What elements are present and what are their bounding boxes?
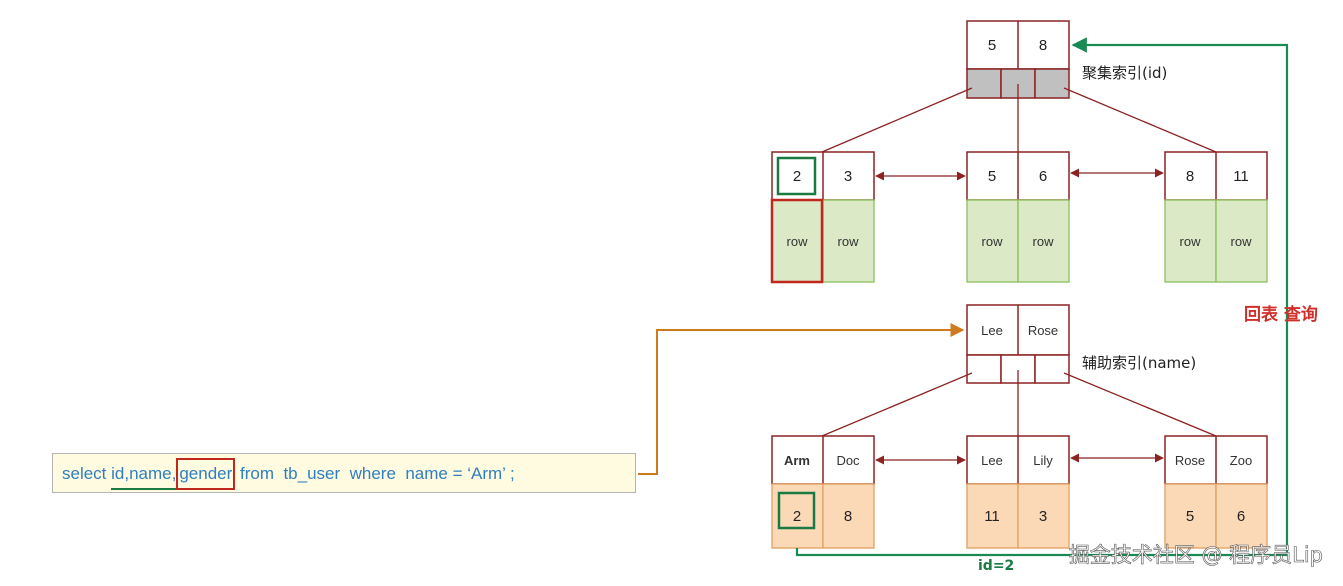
row-cell: row xyxy=(1231,234,1253,249)
id-cell: 11 xyxy=(984,508,1000,525)
row-cell: row xyxy=(1180,234,1202,249)
back-to-table-label: 回表 查询 xyxy=(1244,304,1318,325)
highlight-row-box xyxy=(770,198,824,284)
root-key: 8 xyxy=(1039,37,1047,54)
leaf-key: Lee xyxy=(981,453,1003,468)
sql-covered-columns: id,name, xyxy=(111,460,177,490)
secondary-index: Lee Rose 辅助索引(name) Arm Doc 2 8 Lee Lily xyxy=(771,304,1268,549)
row-cell: row xyxy=(982,234,1004,249)
leaf-key: Lily xyxy=(1033,453,1053,468)
leaf-key: Rose xyxy=(1175,453,1205,468)
tree-edge xyxy=(821,372,973,437)
sql-uncovered-column: gender xyxy=(176,458,236,490)
clustered-leaf-node: 8 11 row row xyxy=(1164,151,1268,283)
tree-edge xyxy=(1063,87,1217,153)
leaf-key: Zoo xyxy=(1230,453,1252,468)
id-cell: 2 xyxy=(793,508,801,525)
root-key: Rose xyxy=(1028,323,1058,338)
query-to-secondary-arrow xyxy=(638,323,965,475)
tree-edge xyxy=(821,87,973,153)
leaf-key: 8 xyxy=(1186,168,1194,185)
secondary-leaf-node: Lee Lily 11 3 xyxy=(966,435,1070,549)
leaf-key: Doc xyxy=(836,453,860,468)
secondary-root-node: Lee Rose xyxy=(966,304,1070,384)
highlight-key-box xyxy=(776,156,817,196)
clustered-index-label: 聚集索引(id) xyxy=(1082,64,1167,82)
row-cell: row xyxy=(838,234,860,249)
secondary-leaf-node: Rose Zoo 5 6 xyxy=(1164,435,1268,549)
secondary-leaf-node: Arm Doc 2 8 xyxy=(771,435,875,549)
sql-statement-box: select id,name,gender from tb_user where… xyxy=(52,453,636,493)
tree-edge xyxy=(1063,372,1217,437)
id-cell: 5 xyxy=(1186,508,1194,525)
clustered-leaf-node: 2 3 row row xyxy=(770,151,875,284)
id-cell: 8 xyxy=(844,508,852,525)
leaf-key: 3 xyxy=(844,168,852,185)
sql-prefix: select xyxy=(62,464,112,483)
pointer-slot xyxy=(966,68,1002,99)
highlight-id-box xyxy=(777,491,816,530)
root-key: Lee xyxy=(981,323,1003,338)
sql-rest: from tb_user where name = ‘Arm’ ; xyxy=(235,464,515,483)
id-cell: 6 xyxy=(1237,508,1245,525)
secondary-index-label: 辅助索引(name) xyxy=(1082,354,1196,372)
leaf-key: 11 xyxy=(1233,168,1249,185)
root-key: 5 xyxy=(988,37,996,54)
pointer-slot xyxy=(966,354,1002,384)
id-eq-label: id=2 xyxy=(978,558,1014,574)
leaf-key: 6 xyxy=(1039,168,1047,185)
clustered-leaf-node: 5 6 row row xyxy=(966,151,1070,283)
clustered-index: 5 8 聚集索引(id) 2 3 row row 5 6 xyxy=(770,20,1268,284)
leaf-key: Arm xyxy=(784,453,810,468)
watermark: 掘金技术社区 @ 程序员Lip xyxy=(1069,543,1323,567)
row-cell: row xyxy=(1033,234,1055,249)
leaf-key: 5 xyxy=(988,168,996,185)
back-to-table-arrow xyxy=(795,37,1289,557)
row-cell: row xyxy=(787,234,809,249)
id-cell: 3 xyxy=(1039,508,1047,525)
pointer-slot xyxy=(1034,68,1070,99)
pointer-slot xyxy=(1034,354,1070,384)
leaf-key: 2 xyxy=(793,168,801,185)
